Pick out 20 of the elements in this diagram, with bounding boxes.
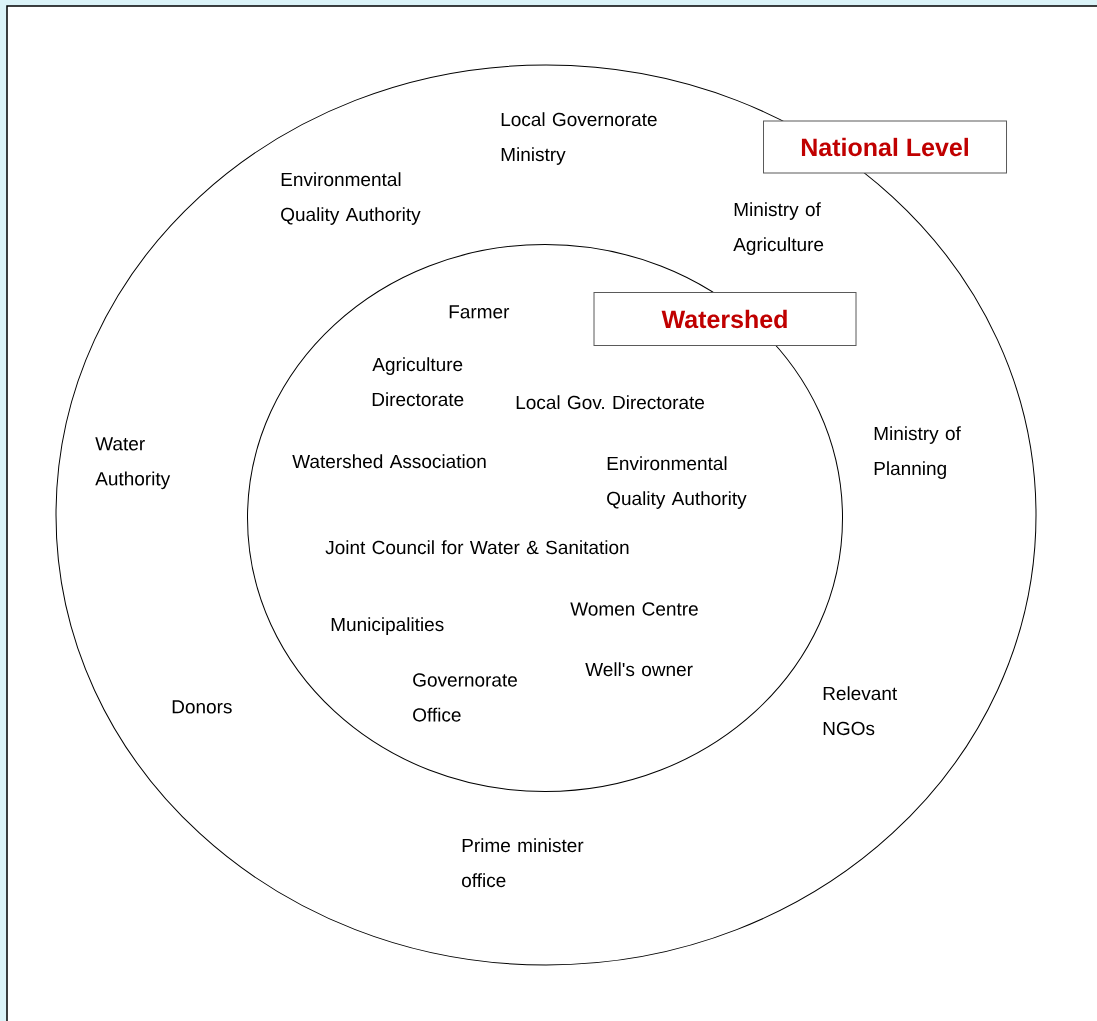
stakeholder-label: Prime minister office xyxy=(462,838,584,888)
stakeholder-label: Farmer xyxy=(449,305,510,319)
stakeholder-label: Environmental Quality Authority xyxy=(281,172,421,225)
stakeholder-label: Watershed Association xyxy=(292,454,486,469)
stakeholder-label: Local Governorate Ministry xyxy=(501,112,657,165)
stakeholder-label: Environmental Quality Authority xyxy=(607,456,747,509)
stakeholder-label: Women Centre xyxy=(570,602,698,616)
stakeholder-label: Municipalities xyxy=(331,617,444,635)
stakeholder-label: Well's owner xyxy=(585,662,693,677)
stakeholder-label: Governorate Office xyxy=(413,673,517,722)
stakeholder-label: Donors xyxy=(172,700,232,714)
stakeholder-label: Ministry of Agriculture xyxy=(733,202,824,255)
heading-box: National Level xyxy=(763,120,1007,174)
stakeholder-label: Agriculture Directorate xyxy=(372,357,464,407)
stakeholder-label: Ministry of Planning xyxy=(874,426,961,479)
heading-box: Watershed xyxy=(593,292,857,346)
stakeholder-label: Local Gov. Directorate xyxy=(516,395,705,410)
stakeholder-label: Relevant NGOs xyxy=(823,686,898,736)
stakeholder-label: Joint Council for Water & Sanitation xyxy=(325,540,629,555)
stakeholder-label: Water Authority xyxy=(95,437,171,490)
